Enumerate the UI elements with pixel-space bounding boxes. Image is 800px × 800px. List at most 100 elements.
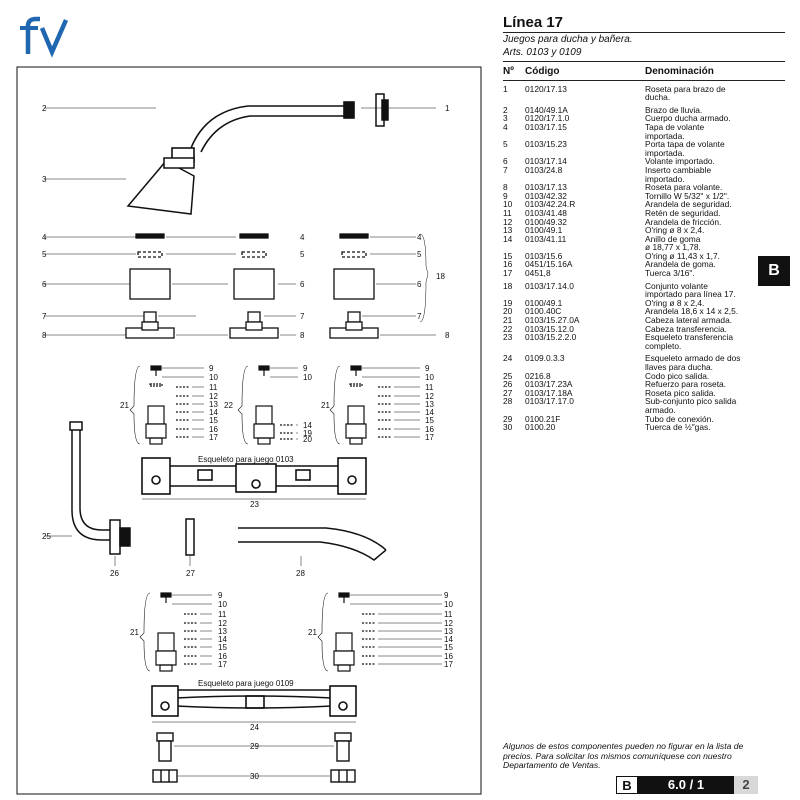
part-name: ø 18,77 x 1,78. bbox=[645, 242, 701, 253]
part-name: Roseta pico salida. bbox=[645, 387, 716, 398]
callout-5c: 5 bbox=[417, 250, 422, 259]
svg-text:15: 15 bbox=[218, 643, 227, 652]
part-number: 18 bbox=[503, 280, 513, 291]
svg-text:12: 12 bbox=[444, 619, 453, 628]
part-code: 0103/42.24.R bbox=[525, 199, 576, 210]
svg-text:13: 13 bbox=[209, 400, 218, 409]
svg-text:17: 17 bbox=[444, 660, 453, 669]
part-name: Tapa de volante bbox=[645, 121, 705, 132]
part-number: 19 bbox=[503, 297, 513, 308]
articles-line: Arts. 0103 y 0109 bbox=[503, 47, 582, 58]
part-code: 0103/15.27.0A bbox=[525, 315, 580, 326]
part-number: 29 bbox=[503, 413, 513, 424]
svg-text:25: 25 bbox=[42, 532, 51, 541]
part-number: 30 bbox=[503, 422, 513, 433]
callout-8c: 8 bbox=[445, 331, 450, 340]
part-number: 10 bbox=[503, 199, 513, 210]
svg-text:9: 9 bbox=[444, 591, 449, 600]
table-row: importado. bbox=[503, 174, 785, 184]
part-number: 27 bbox=[503, 387, 513, 398]
svg-text:10: 10 bbox=[425, 373, 434, 382]
svg-text:14: 14 bbox=[425, 408, 434, 417]
part-name: armado. bbox=[645, 404, 676, 415]
callout-7b: 7 bbox=[300, 312, 305, 321]
page-subnumber: 2 bbox=[734, 776, 758, 794]
table-row: importada. bbox=[503, 131, 785, 141]
table-row: importado para línea 17. bbox=[503, 290, 785, 299]
part-name: Inserto cambiable bbox=[645, 164, 712, 175]
part-code: 0120/17.1.0 bbox=[525, 113, 570, 124]
part-number: 20 bbox=[503, 306, 513, 317]
part-number: 22 bbox=[503, 323, 513, 334]
callout-4a: 4 bbox=[42, 233, 47, 242]
part-number: 14 bbox=[503, 233, 513, 244]
part-name: O'ring ø 11,43 x 1,7. bbox=[645, 250, 720, 261]
section-tab: B bbox=[758, 256, 790, 286]
part-code: 0100.40C bbox=[525, 306, 562, 317]
svg-text:10: 10 bbox=[303, 373, 312, 382]
callout-4b: 4 bbox=[300, 233, 305, 242]
part-code: 0100/49.1 bbox=[525, 225, 563, 236]
part-code: 0140/49.1A bbox=[525, 104, 568, 115]
part-code: 0103/24.8 bbox=[525, 164, 563, 175]
part-name: Refuerzo para roseta. bbox=[645, 379, 727, 390]
part-name: Roseta para volante. bbox=[645, 182, 723, 193]
part-name: Tornillo W 5/32" x 1/2". bbox=[645, 190, 730, 201]
svg-text:13: 13 bbox=[218, 627, 227, 636]
part-name: Retén de seguridad. bbox=[645, 207, 721, 218]
skeleton-0103-label: Esqueleto para juego 0103 bbox=[198, 455, 294, 464]
part-number: 4 bbox=[503, 121, 508, 132]
part-number: 13 bbox=[503, 225, 513, 236]
svg-text:17: 17 bbox=[209, 433, 218, 442]
part-name: Volante importado. bbox=[645, 156, 715, 167]
svg-text:27: 27 bbox=[186, 569, 195, 578]
svg-text:28: 28 bbox=[296, 569, 305, 578]
col-header-name: Denominación bbox=[645, 66, 714, 77]
callout-7a: 7 bbox=[42, 312, 47, 321]
part-code: 0100/49.32 bbox=[525, 216, 567, 227]
svg-text:9: 9 bbox=[218, 591, 223, 600]
table-row: armado. bbox=[503, 406, 785, 415]
callout-5a: 5 bbox=[42, 250, 47, 259]
part-number: 26 bbox=[503, 379, 513, 390]
part-name: Arandela de fricción. bbox=[645, 216, 722, 227]
skeleton-0109-label: Esqueleto para juego 0109 bbox=[198, 679, 294, 688]
part-name: completo. bbox=[645, 340, 682, 351]
part-name: Tuerca de ½"gas. bbox=[645, 422, 711, 433]
skeleton-0109 bbox=[151, 685, 357, 717]
part-number: 1 bbox=[503, 83, 508, 94]
callout-5b: 5 bbox=[300, 250, 305, 259]
callout-2: 2 bbox=[42, 104, 47, 113]
svg-text:19: 19 bbox=[303, 429, 312, 438]
svg-text:14: 14 bbox=[303, 421, 312, 430]
part-code bbox=[525, 342, 645, 351]
part-name: importado para línea 17. bbox=[645, 289, 736, 300]
svg-text:26: 26 bbox=[110, 569, 119, 578]
part-name: importada. bbox=[645, 147, 685, 158]
part-number: 6 bbox=[503, 156, 508, 167]
svg-text:16: 16 bbox=[218, 652, 227, 661]
svg-text:11: 11 bbox=[425, 383, 434, 392]
gas-nut-parts bbox=[152, 769, 356, 783]
svg-text:16: 16 bbox=[209, 425, 218, 434]
arm-rosette-part bbox=[375, 93, 389, 127]
part-code: 0103/17.13 bbox=[525, 182, 567, 193]
col-header-number: Nº bbox=[503, 66, 514, 77]
svg-text:11: 11 bbox=[444, 610, 453, 619]
svg-text:23: 23 bbox=[250, 500, 259, 509]
leader-lines-cartridges bbox=[162, 367, 420, 440]
page-title: Línea 17 bbox=[503, 14, 564, 31]
part-number: 3 bbox=[503, 113, 508, 124]
svg-text:10: 10 bbox=[209, 373, 218, 382]
